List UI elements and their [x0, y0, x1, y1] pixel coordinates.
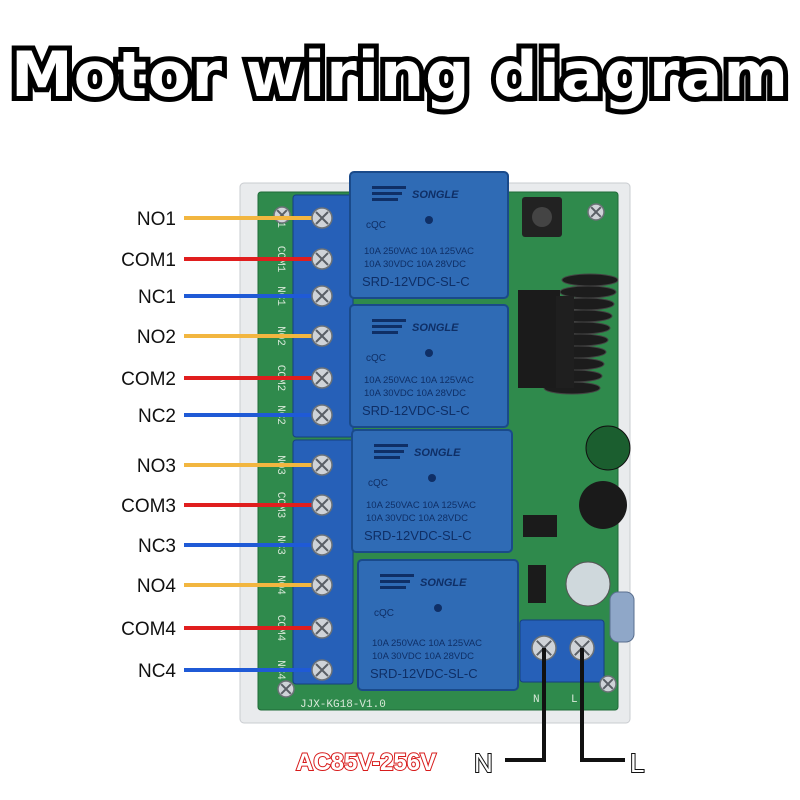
relay-2: SONGLE cQC 10A 250VAC 10A 125VAC 10A 30VDC …	[349, 304, 509, 428]
terminal-screw-com3	[311, 494, 333, 516]
terminal-label-com2: COM2	[121, 369, 176, 390]
terminal-label-com1: COM1	[121, 250, 176, 271]
terminal-label-no3: NO3	[137, 456, 176, 477]
relay-group: SONGLE cQC 10A 250VAC 10A 125VAC 10A 30VDC …	[349, 171, 519, 691]
relay-rating-2: 10A 30VDC 10A 28VDC	[366, 513, 468, 524]
terminal-label-nc3: NC3	[138, 536, 176, 557]
n-label: N	[474, 748, 493, 778]
push-button-cap	[532, 207, 552, 227]
relay-cert: cQC	[374, 608, 394, 619]
relay-rating-1: 10A 250VAC 10A 125VAC	[372, 638, 482, 649]
relay-cert: cQC	[366, 220, 386, 231]
terminal-label-nc4: NC4	[138, 661, 176, 682]
relay-rating-1: 10A 250VAC 10A 125VAC	[366, 500, 476, 511]
relay-cert: cQC	[368, 478, 388, 489]
capacitor-silver	[565, 561, 611, 607]
terminal-label-nc2: NC2	[138, 406, 176, 427]
relay-brand: SONGLE	[420, 577, 467, 589]
page-title: Motor wiring diagram	[6, 33, 793, 116]
relay-brand: SONGLE	[414, 447, 461, 459]
diode	[528, 565, 546, 603]
ic-chip-small	[556, 296, 574, 388]
inductor	[579, 481, 627, 529]
terminal-screw-com2	[311, 367, 333, 389]
terminal-block-upper	[292, 194, 354, 438]
relay-brand: SONGLE	[412, 189, 459, 201]
terminal-screw-nc1	[311, 285, 333, 307]
relay-model: SRD-12VDC-SL-C	[362, 274, 470, 289]
relay-rating-2: 10A 30VDC 10A 28VDC	[364, 388, 466, 399]
board-code: JJX-KG18-V1.0	[300, 699, 386, 711]
relay-rating-1: 10A 250VAC 10A 125VAC	[364, 375, 474, 386]
terminal-screw-nc4	[311, 659, 333, 681]
mount-screw-top-left	[273, 206, 291, 224]
silk-n: N	[533, 694, 540, 706]
relay-1: SONGLE cQC 10A 250VAC 10A 125VAC 10A 30VDC …	[349, 171, 509, 299]
relay-model: SRD-12VDC-SL-C	[364, 528, 472, 543]
relay-brand: SONGLE	[412, 322, 459, 334]
terminal-label-no1: NO1	[137, 209, 176, 230]
terminal-screw-nc2	[311, 404, 333, 426]
terminal-screw-com1	[311, 248, 333, 270]
terminal-block-lower	[292, 439, 354, 685]
terminal-label-nc1: NC1	[138, 287, 176, 308]
ic-chip	[518, 290, 560, 388]
resistor	[609, 591, 635, 643]
relay-rating-1: 10A 250VAC 10A 125VAC	[364, 246, 474, 257]
mount-screw-top-right	[587, 203, 605, 221]
relay-model: SRD-12VDC-SL-C	[370, 666, 478, 681]
relay-rating-2: 10A 30VDC 10A 28VDC	[364, 259, 466, 270]
relay-model: SRD-12VDC-SL-C	[362, 403, 470, 418]
relay-cert: cQC	[366, 353, 386, 364]
regulator-chip	[523, 515, 557, 537]
relay-4: SONGLE cQC 10A 250VAC 10A 125VAC 10A 30VDC …	[357, 559, 519, 691]
wire-l	[580, 648, 625, 762]
terminal-label-com4: COM4	[121, 619, 176, 640]
terminal-screw-no4	[311, 574, 333, 596]
terminal-label-no2: NO2	[137, 327, 176, 348]
capacitor-green	[585, 425, 631, 471]
voltage-label: AC85V-256V	[296, 749, 436, 776]
mount-screw-bottom-right	[599, 675, 617, 693]
terminal-screw-no2	[311, 325, 333, 347]
mount-screw-bottom-left	[277, 680, 295, 698]
wire-n	[505, 648, 546, 762]
terminal-screw-nc3	[311, 534, 333, 556]
terminal-screw-no3	[311, 454, 333, 476]
terminal-label-no4: NO4	[137, 576, 177, 597]
relay-3: SONGLE cQC 10A 250VAC 10A 125VAC 10A 30VDC …	[351, 429, 513, 553]
terminal-screw-com4	[311, 617, 333, 639]
terminal-screw-no1	[311, 207, 333, 229]
l-label: L	[630, 748, 644, 778]
relay-rating-2: 10A 30VDC 10A 28VDC	[372, 651, 474, 662]
terminal-label-com3: COM3	[121, 496, 176, 517]
silk-l: L	[571, 694, 578, 706]
